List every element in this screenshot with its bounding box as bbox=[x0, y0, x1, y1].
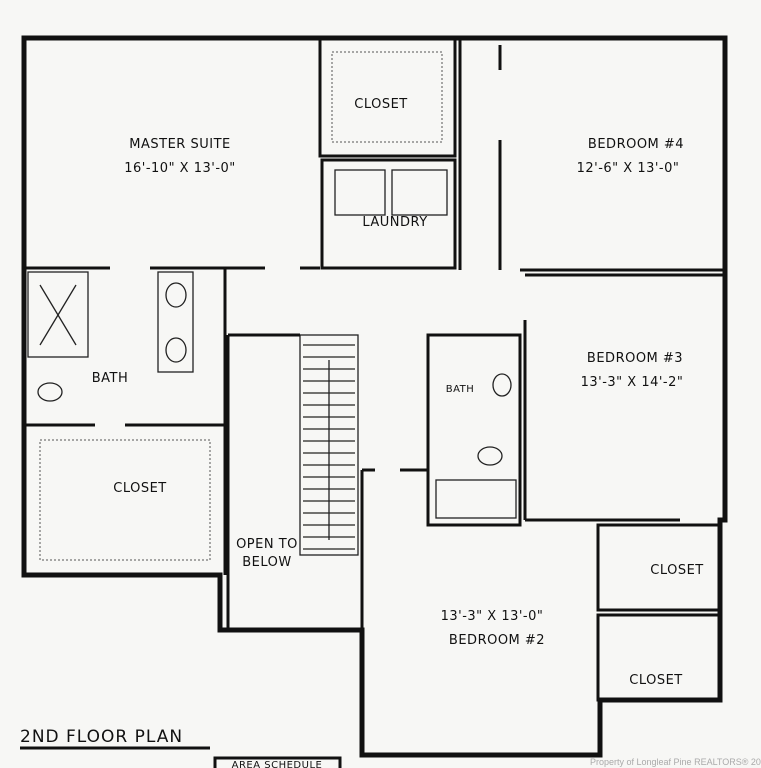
interior-walls bbox=[24, 36, 725, 702]
room-size-bedroom2: 13'-3" X 13'-0" bbox=[441, 609, 544, 624]
room-name-bedroom2: BEDROOM #2 bbox=[449, 633, 545, 648]
room-name-hall-bath: BATH bbox=[446, 384, 475, 395]
room-name-closet-r1: CLOSET bbox=[650, 563, 704, 578]
plan-title: 2ND FLOOR PLAN bbox=[20, 727, 183, 747]
room-name-master-bath: BATH bbox=[92, 371, 129, 386]
room-size-bedroom4: 12'-6" X 13'-0" bbox=[577, 161, 680, 176]
area-schedule-box bbox=[213, 756, 342, 768]
room-name-master-suite: MASTER SUITE bbox=[129, 137, 230, 152]
room-name-closet-r2: CLOSET bbox=[629, 673, 683, 688]
stair-treads bbox=[303, 344, 355, 550]
room-name-master-closet: CLOSET bbox=[113, 481, 167, 496]
room-size-bedroom3: 13'-3" X 14'-2" bbox=[581, 375, 684, 390]
room-name-bedroom4: BEDROOM #4 bbox=[588, 137, 684, 152]
area-schedule-label: AREA SCHEDULE bbox=[232, 760, 323, 768]
room-name-closet-top: CLOSET bbox=[354, 97, 408, 112]
room-size-master-suite: 16'-10" X 13'-0" bbox=[124, 161, 236, 176]
watermark: Property of Longleaf Pine REALTORS® 2025 bbox=[590, 757, 761, 767]
open-to-below-line1: OPEN TO bbox=[236, 537, 298, 552]
room-name-laundry: LAUNDRY bbox=[362, 215, 427, 230]
open-to-below-line2: BELOW bbox=[242, 555, 292, 570]
room-name-bedroom3: BEDROOM #3 bbox=[587, 351, 683, 366]
